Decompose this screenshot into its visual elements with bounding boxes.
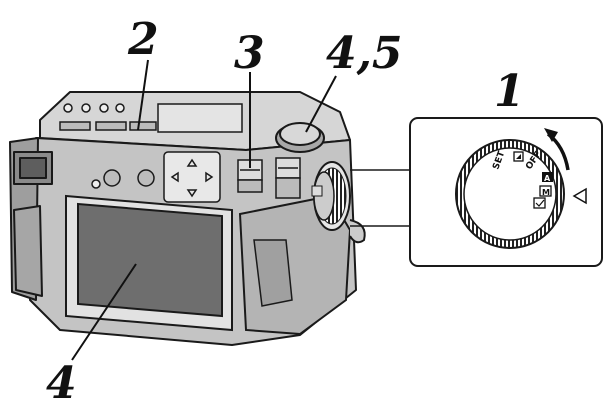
- top-plate-details: [59, 103, 243, 133]
- arrow-pad[interactable]: [163, 151, 221, 203]
- inset-box: [409, 117, 603, 267]
- pointer-triangle-icon: [572, 187, 587, 205]
- auto-mode-icon: [542, 172, 553, 182]
- inset-connector: [350, 169, 410, 227]
- front-buttons: [91, 169, 155, 189]
- dial-a-label: A: [544, 174, 551, 183]
- leader-45: [305, 75, 337, 133]
- camera-mode-dial[interactable]: [311, 161, 351, 231]
- side-switches[interactable]: [237, 157, 301, 199]
- callout-2: 2: [127, 14, 159, 65]
- shutter-button[interactable]: [275, 122, 325, 153]
- leader-lines: [71, 59, 337, 361]
- callout-1: 1: [494, 66, 525, 117]
- manual-mode-icon: [539, 185, 552, 197]
- check-mode-icon: [533, 197, 546, 209]
- leader-4: [71, 263, 137, 361]
- dial-m-label: M: [542, 188, 550, 197]
- callout-4-5: 4,5: [326, 28, 403, 79]
- lcd-screen: [65, 194, 233, 332]
- callout-3: 3: [234, 28, 265, 79]
- dial-face: [463, 147, 557, 241]
- callout-4: 4: [46, 358, 77, 406]
- rotate-arrowhead-icon: [544, 128, 558, 142]
- leader-2: [137, 59, 149, 131]
